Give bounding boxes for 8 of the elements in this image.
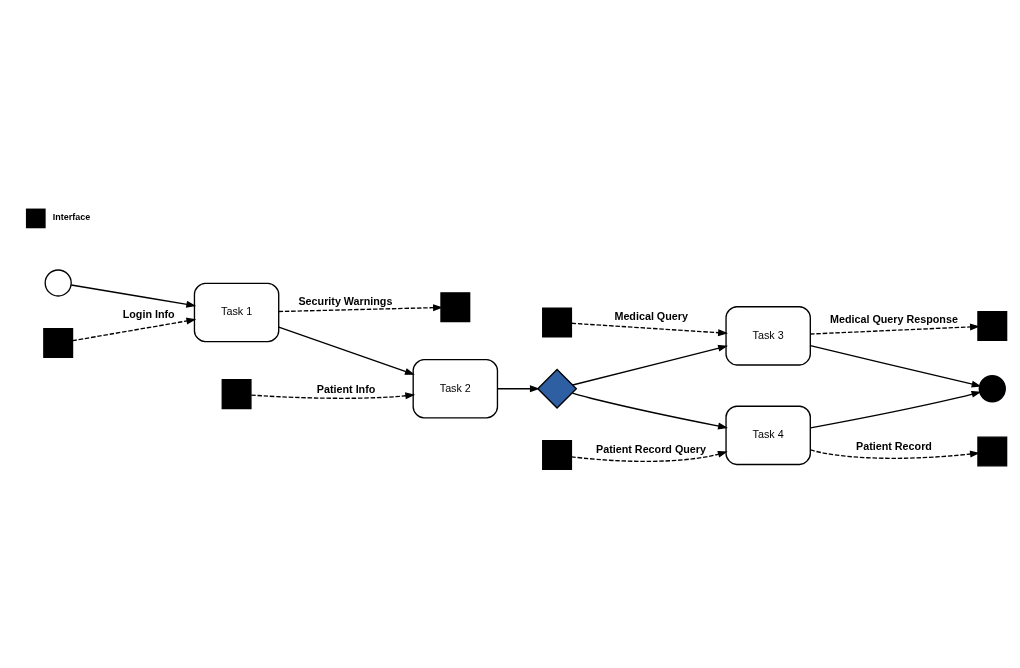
edge-label: Medical Query bbox=[614, 309, 688, 322]
edge-label: Login Info bbox=[122, 307, 175, 320]
edge-label: Patient Record bbox=[856, 439, 932, 452]
edge-label: Medical Query Response bbox=[830, 312, 958, 325]
legend-label: Interface bbox=[52, 211, 91, 222]
edge-label: Patient Info bbox=[316, 382, 376, 395]
edge-label: Security Warnings bbox=[298, 294, 393, 307]
edge-label: Patient Record Query bbox=[596, 442, 706, 455]
